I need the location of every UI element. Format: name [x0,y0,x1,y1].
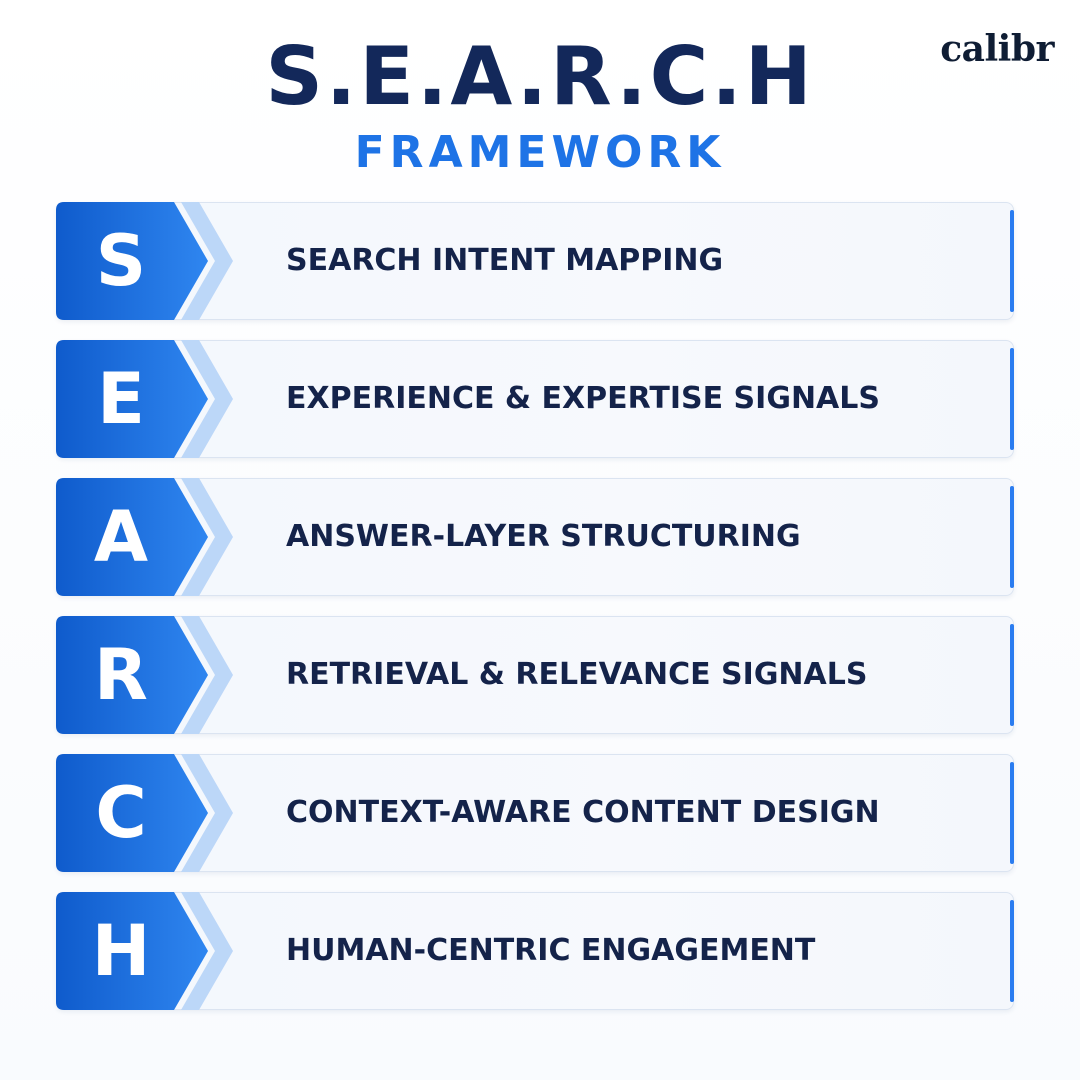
row-letter: S [95,220,147,302]
framework-title: S.E.A.R.C.H [265,30,815,123]
row-label: EXPERIENCE & EXPERTISE SIGNALS [286,381,880,416]
framework-list: S SEARCH INTENT MAPPING E [56,202,1014,1010]
framework-row-r: R RETRIEVAL & RELEVANCE SIGNALS [56,616,1014,734]
row-letter: H [91,910,151,992]
framework-row-a: A ANSWER-LAYER STRUCTURING [56,478,1014,596]
framework-row-c: C CONTEXT-AWARE CONTENT DESIGN [56,754,1014,872]
row-letter: C [95,772,147,854]
framework-subtitle: FRAMEWORK [354,127,726,178]
framework-row-s: S SEARCH INTENT MAPPING [56,202,1014,320]
framework-row-h: H HUMAN-CENTRIC ENGAGEMENT [56,892,1014,1010]
chevron-arrow-icon [56,478,236,596]
chevron-arrow-icon [56,754,236,872]
row-accent-bar [1010,900,1014,1002]
row-label: RETRIEVAL & RELEVANCE SIGNALS [286,657,868,692]
row-label: CONTEXT-AWARE CONTENT DESIGN [286,795,880,830]
brand-logo: calibr [940,28,1054,70]
row-accent-bar [1010,348,1014,450]
chevron-arrow-icon [56,202,236,320]
row-accent-bar [1010,486,1014,588]
row-label: SEARCH INTENT MAPPING [286,243,724,278]
row-background [56,340,1014,458]
row-letter: R [94,634,148,716]
chevron-arrow-icon [56,340,236,458]
row-label: HUMAN-CENTRIC ENGAGEMENT [286,933,816,968]
row-accent-bar [1010,762,1014,864]
framework-row-e: E EXPERIENCE & EXPERTISE SIGNALS [56,340,1014,458]
chevron-arrow-icon [56,892,236,1010]
row-letter: E [97,358,145,440]
row-label: ANSWER-LAYER STRUCTURING [286,519,801,554]
row-letter: A [93,496,149,578]
chevron-arrow-icon [56,616,236,734]
row-accent-bar [1010,210,1014,312]
row-accent-bar [1010,624,1014,726]
